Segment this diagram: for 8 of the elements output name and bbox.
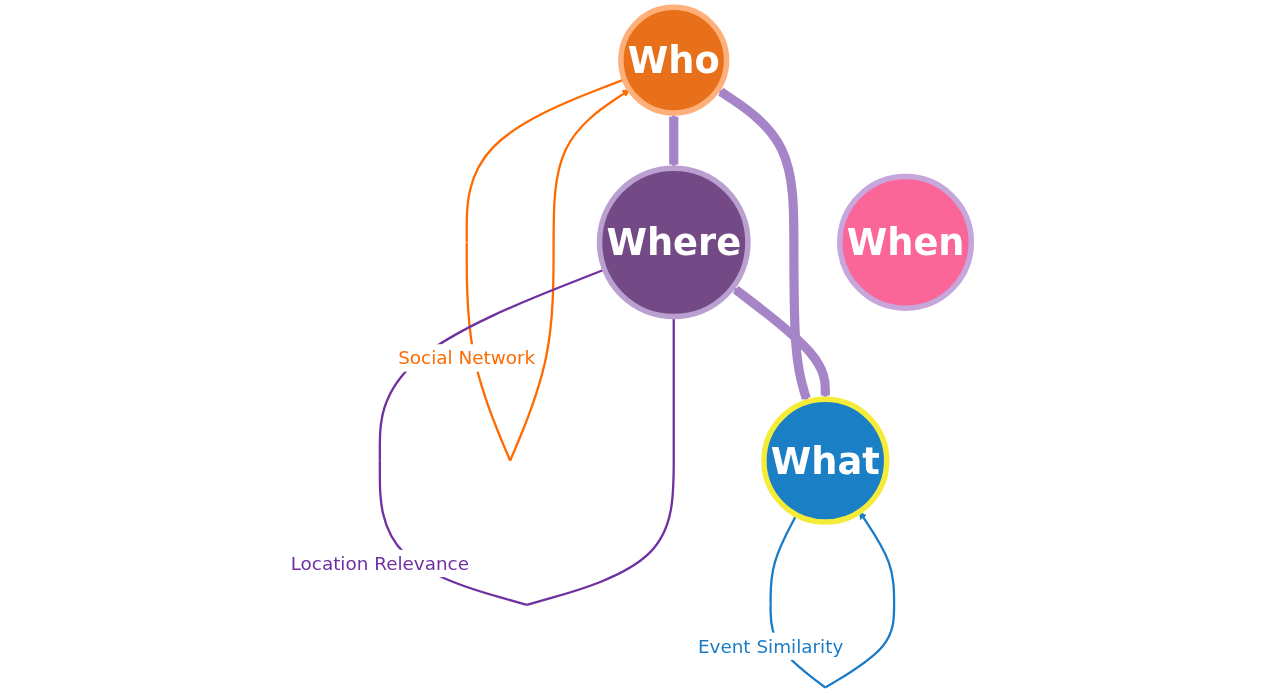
edge-label: Location Relevance [290,552,470,575]
node-circle: Who [618,4,730,116]
arrow [717,87,811,403]
node-circle: Where [596,165,751,320]
edge-label: Social Network [398,346,536,369]
node-circle: What [761,396,890,525]
edge-label: Event Similarity [697,635,844,658]
node-circle: When [837,173,975,311]
